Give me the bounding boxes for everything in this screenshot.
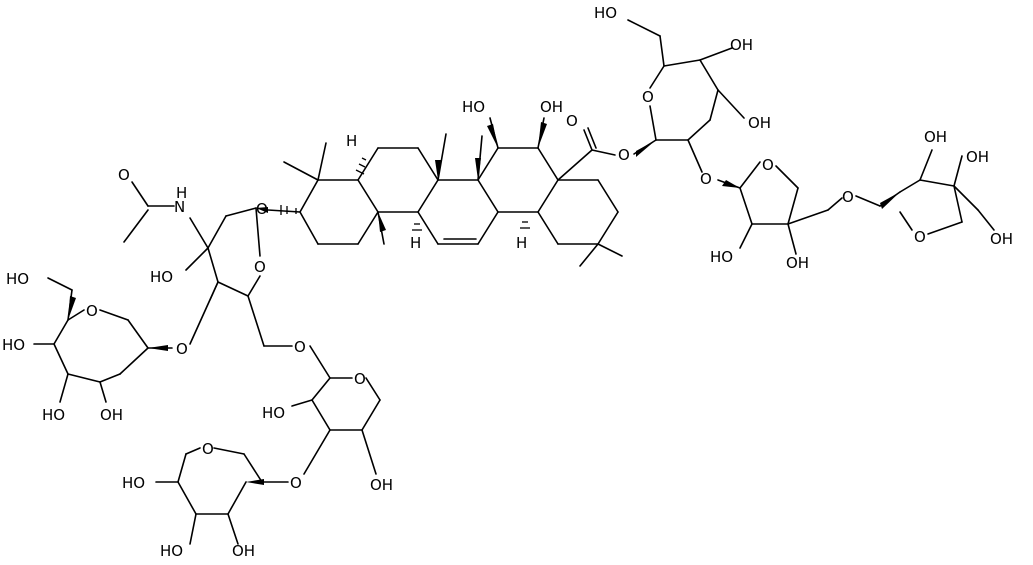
bond-lines: [33, 19, 995, 545]
hydrogen-label: H: [176, 184, 187, 202]
hydroxyl-label: OH: [730, 36, 753, 54]
oxygen-label: O: [86, 302, 98, 320]
hydrogen-label: H: [346, 132, 357, 150]
oxygen-label: O: [254, 258, 266, 276]
hydroxyl-label: OH: [966, 148, 989, 166]
hydroxyl-label: OH: [232, 542, 255, 560]
oxygen-label: O: [202, 440, 214, 458]
stereo-hash-bonds: [209, 157, 530, 301]
hydroxyl-label: HO: [122, 474, 145, 492]
hydrogen-label: H: [410, 234, 421, 252]
hydroxyl-label: HO: [462, 98, 485, 116]
oxygen-label: O: [700, 170, 712, 188]
oxygen-label: O: [290, 474, 302, 492]
oxygen-label: O: [618, 146, 630, 164]
hydroxyl-label: HO: [6, 270, 29, 288]
hydroxyl-label: OH: [924, 128, 947, 146]
hydroxyl-label: HO: [594, 4, 617, 22]
oxygen-label: O: [842, 188, 854, 206]
oxygen-label: O: [256, 200, 268, 218]
hydroxyl-label: OH: [370, 476, 393, 494]
oxygen-label: O: [118, 166, 130, 184]
hydroxyl-label: HO: [160, 542, 183, 560]
hydroxyl-label: OH: [786, 254, 809, 272]
hydroxyl-label: HO: [42, 406, 65, 424]
hydroxyl-label: OH: [748, 114, 771, 132]
atom-labels: O O O O O O O O O O O O O O O O N H H H …: [2, 4, 1013, 560]
oxygen-label: O: [914, 228, 926, 246]
hydroxyl-label: OH: [100, 406, 123, 424]
oxygen-label: O: [566, 112, 578, 130]
oxygen-label: O: [354, 370, 366, 388]
hydroxyl-label: HO: [2, 336, 25, 354]
oxygen-label: O: [294, 338, 306, 356]
oxygen-label: O: [762, 156, 774, 174]
hydroxyl-label: OH: [990, 230, 1013, 248]
oxygen-label: O: [176, 340, 188, 358]
hydroxyl-label: HO: [262, 404, 285, 422]
oxygen-label: O: [642, 88, 654, 106]
hydrogen-label: H: [516, 234, 527, 252]
nitrogen-label: N: [174, 198, 185, 216]
hydroxyl-label: HO: [150, 268, 173, 286]
stereo-wedges: [68, 122, 900, 485]
hydroxyl-label: HO: [710, 248, 733, 266]
hydroxyl-label: OH: [540, 98, 563, 116]
